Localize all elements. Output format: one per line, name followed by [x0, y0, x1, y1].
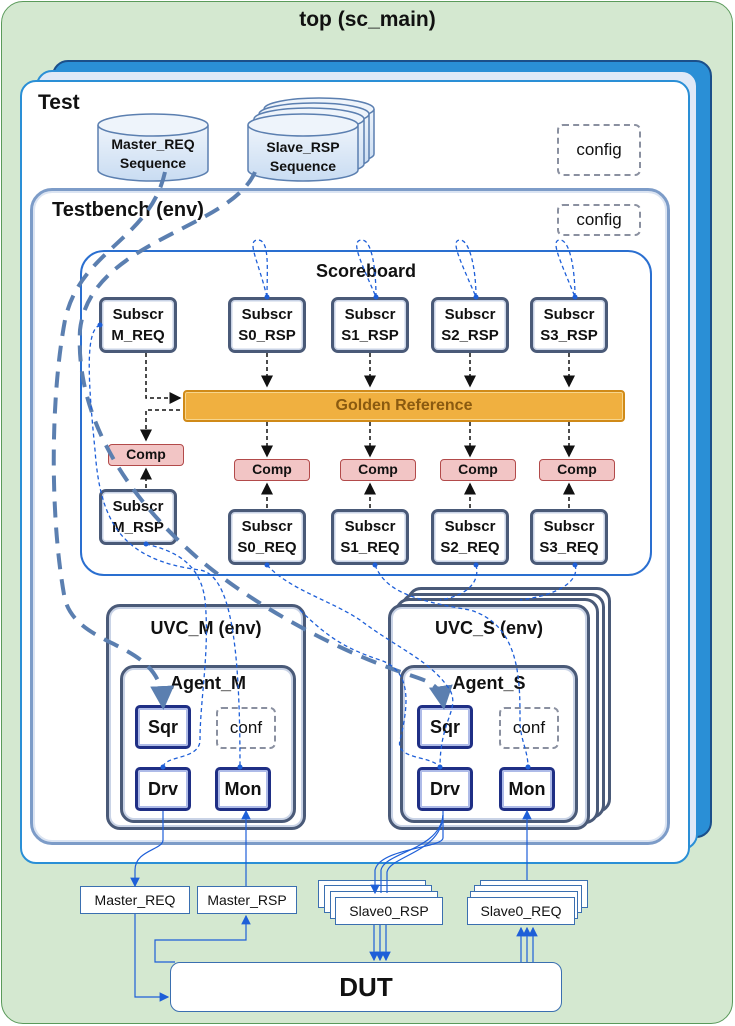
test-config-box[interactable]: config [557, 124, 641, 176]
comp-s2[interactable]: Comp [440, 459, 516, 481]
testbench-title: Testbench (env) [52, 199, 204, 221]
uvc-m-mon[interactable]: Mon [215, 767, 271, 811]
comp-m[interactable]: Comp [108, 444, 184, 466]
test-title: Test [38, 91, 80, 114]
dut-block[interactable] [170, 962, 562, 1012]
port-slave0-req[interactable]: Slave0_REQ [467, 897, 575, 925]
uvc-s-mon[interactable]: Mon [499, 767, 555, 811]
top-title: top (sc_main) [299, 8, 436, 31]
uvc-s-title: UVC_S (env) [434, 618, 544, 638]
uvc-m-drv[interactable]: Drv [135, 767, 191, 811]
dut-label: DUT [339, 972, 393, 1002]
agent-m-title: Agent_M [170, 673, 246, 693]
comp-s3[interactable]: Comp [539, 459, 615, 481]
scoreboard-title: Scoreboard [315, 261, 417, 281]
uvc-m-conf[interactable]: conf [216, 707, 276, 749]
uvc-s-sqr[interactable]: Sqr [417, 705, 473, 749]
uvc-s-conf[interactable]: conf [499, 707, 559, 749]
uvc-s-drv[interactable]: Drv [417, 767, 473, 811]
agent-s-title: Agent_S [452, 673, 526, 693]
comp-s1[interactable]: Comp [340, 459, 416, 481]
comp-s0[interactable]: Comp [234, 459, 310, 481]
port-master-rsp[interactable]: Master_RSP [197, 886, 297, 914]
uvc-m-sqr[interactable]: Sqr [135, 705, 191, 749]
port-slave0-rsp[interactable]: Slave0_RSP [335, 897, 443, 925]
testbench-config-box[interactable]: config [557, 204, 641, 236]
uvc-m-title: UVC_M (env) [150, 618, 262, 638]
port-master-req[interactable]: Master_REQ [80, 886, 190, 914]
golden-reference[interactable]: Golden Reference [183, 390, 625, 422]
